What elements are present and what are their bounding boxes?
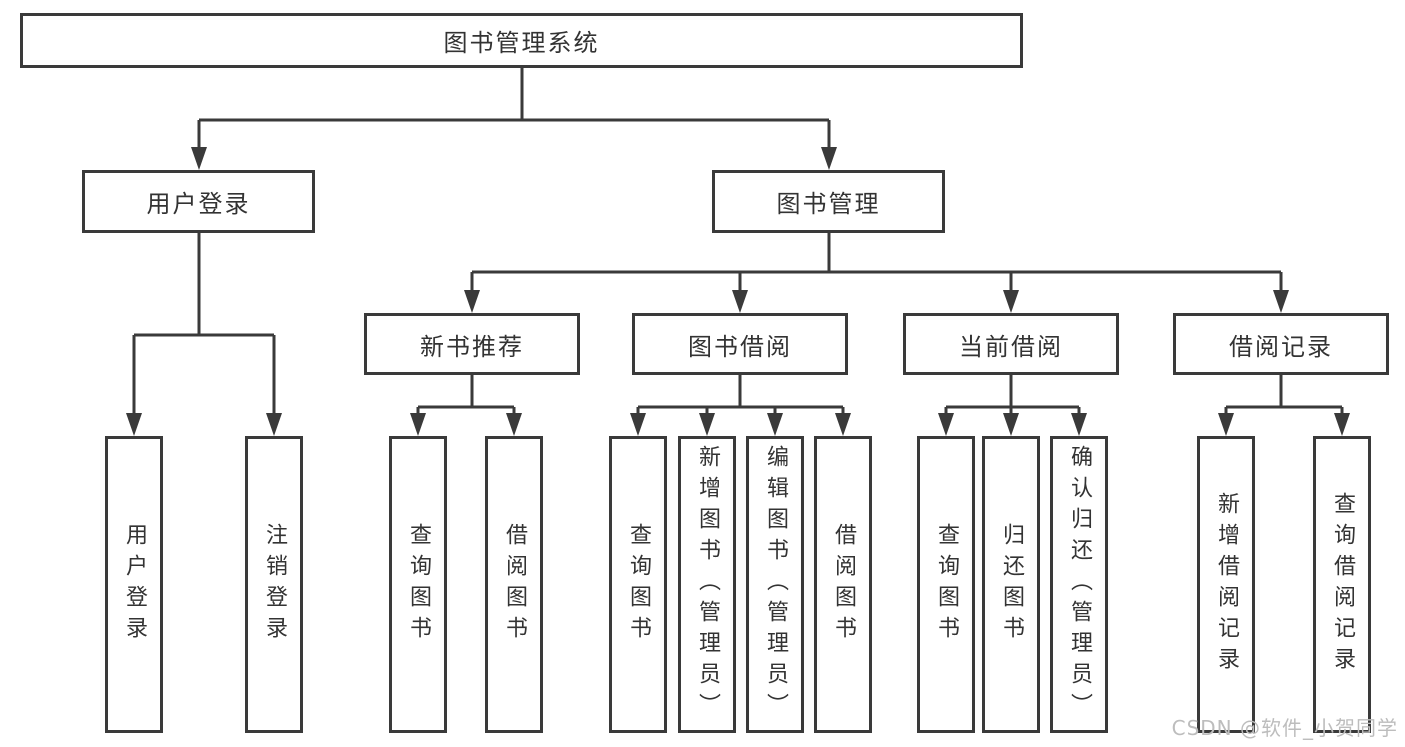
node-new-book-recommend-label: 新书推荐 (420, 332, 524, 361)
node-borrow-record-label: 借阅记录 (1229, 332, 1333, 361)
leaf-confirm-return-admin-label: 确认归还（管理员） (1067, 445, 1092, 724)
leaf-logout: 注销登录 (245, 436, 303, 733)
node-book-management: 图书管理 (712, 170, 945, 233)
node-user-login-label: 用户登录 (146, 190, 251, 218)
node-root-label: 图书管理系统 (443, 29, 600, 57)
leaf-edit-books-admin: 编辑图书（管理员） (746, 436, 804, 733)
node-user-login: 用户登录 (82, 170, 315, 233)
leaf-add-books-admin-label: 新增图书（管理员） (695, 445, 720, 724)
leaf-query-books-recommend-label: 查询图书 (406, 522, 431, 647)
leaf-query-borrow-record-label: 查询借阅记录 (1330, 491, 1355, 678)
leaf-confirm-return-admin: 确认归还（管理员） (1050, 436, 1108, 733)
node-book-borrow-label: 图书借阅 (688, 332, 792, 361)
leaf-add-books-admin: 新增图书（管理员） (678, 436, 736, 733)
leaf-borrow-books-recommend-label: 借阅图书 (502, 522, 527, 647)
leaf-add-borrow-record: 新增借阅记录 (1197, 436, 1255, 733)
leaf-add-borrow-record-label: 新增借阅记录 (1214, 491, 1239, 678)
leaf-query-books-current-label: 查询图书 (934, 522, 959, 647)
arrowheads (126, 147, 1350, 436)
leaf-return-books-label: 归还图书 (999, 522, 1024, 647)
leaf-logout-label: 注销登录 (262, 522, 287, 647)
leaf-borrow-books: 借阅图书 (814, 436, 872, 733)
leaf-query-books-borrow: 查询图书 (609, 436, 667, 733)
leaf-borrow-books-label: 借阅图书 (831, 522, 856, 647)
leaf-edit-books-admin-label: 编辑图书（管理员） (763, 445, 788, 724)
node-book-management-label: 图书管理 (776, 190, 881, 218)
node-root-system: 图书管理系统 (20, 13, 1023, 68)
node-current-borrow-label: 当前借阅 (959, 332, 1063, 361)
leaf-query-books-recommend: 查询图书 (389, 436, 447, 733)
leaf-borrow-books-recommend: 借阅图书 (485, 436, 543, 733)
leaf-user-login: 用户登录 (105, 436, 163, 733)
csdn-watermark: CSDN @软件_小贺同学 (1171, 716, 1398, 740)
leaf-user-login-label: 用户登录 (122, 522, 147, 647)
leaf-query-borrow-record: 查询借阅记录 (1313, 436, 1371, 733)
leaf-query-books-borrow-label: 查询图书 (626, 522, 651, 647)
leaf-return-books: 归还图书 (982, 436, 1040, 733)
node-book-borrow: 图书借阅 (632, 313, 848, 375)
node-new-book-recommend: 新书推荐 (364, 313, 580, 375)
node-current-borrow: 当前借阅 (903, 313, 1119, 375)
node-borrow-record: 借阅记录 (1173, 313, 1389, 375)
leaf-query-books-current: 查询图书 (917, 436, 975, 733)
